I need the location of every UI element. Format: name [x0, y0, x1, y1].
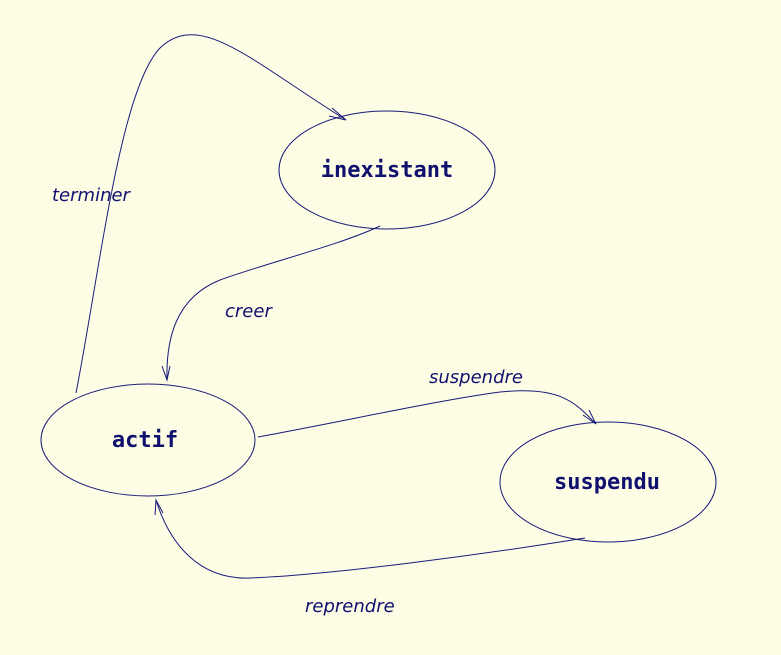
creer-arrowhead	[161, 365, 171, 382]
reprendre-edge	[155, 499, 586, 579]
reprendre-arrowhead	[154, 498, 164, 516]
transition-reprendre[interactable]: reprendre	[154, 498, 586, 617]
transition-suspendre[interactable]: suspendre	[257, 367, 597, 438]
terminer-edge	[75, 34, 347, 394]
state-actif[interactable]: actif	[40, 383, 256, 497]
suspendre-edge	[257, 390, 597, 438]
state-actif-ellipse	[40, 383, 256, 497]
creer-label: creer	[225, 301, 273, 322]
transition-creer[interactable]: creer	[161, 225, 381, 382]
state-suspendu[interactable]: suspendu	[499, 421, 717, 543]
suspendre-arrowhead	[582, 409, 597, 425]
suspendre-label: suspendre	[429, 367, 523, 388]
state-suspendu-label: suspendu	[554, 470, 660, 495]
terminer-arrowhead	[328, 107, 347, 121]
state-inexistant[interactable]: inexistant	[278, 110, 496, 230]
transition-terminer[interactable]: terminer	[52, 34, 347, 394]
state-suspendu-ellipse	[499, 421, 717, 543]
creer-edge	[166, 225, 381, 381]
reprendre-label: reprendre	[305, 596, 395, 617]
state-actif-label: actif	[112, 428, 178, 453]
terminer-label: terminer	[52, 185, 132, 206]
state-inexistant-label: inexistant	[321, 158, 453, 183]
state-inexistant-ellipse	[278, 110, 496, 230]
